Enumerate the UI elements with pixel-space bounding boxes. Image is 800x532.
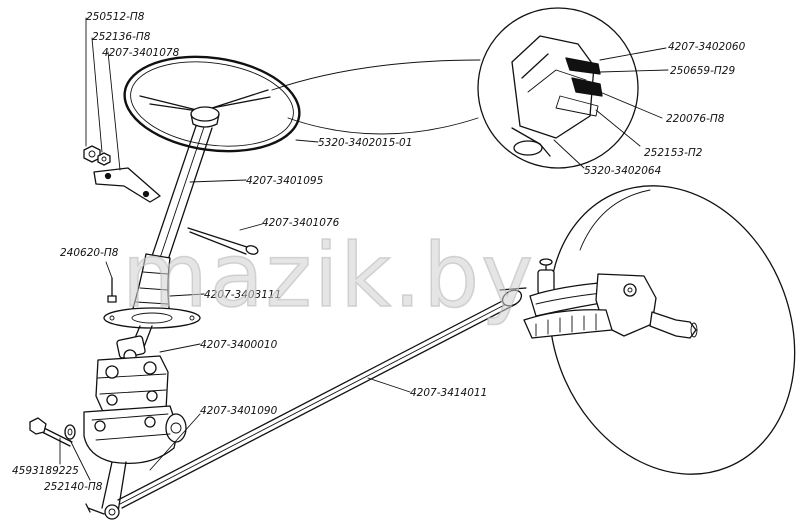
front-wheel [548,185,796,475]
cardan-shaft [116,325,153,363]
label-4207-3401078: 4207-3401078 [102,47,180,59]
leader-lines [59,17,669,481]
drag-link [117,287,527,509]
steering-column [103,125,213,329]
pitman-arm [85,461,127,520]
label-220076-p8: 220076-П8 [666,113,725,125]
label-4207-3401095: 4207-3401095 [246,175,324,187]
label-4207-3401076: 4207-3401076 [262,217,340,229]
steering-gear [83,355,187,465]
label-4207-3414011: 4207-3414011 [410,387,487,399]
label-252140-p8: 252140-П8 [44,481,103,493]
part-labels: 250512-П8 252136-П8 4207-3401078 5320-34… [12,11,746,493]
label-240620-p8: 240620-П8 [60,247,119,259]
label-4207-3401090: 4207-3401090 [200,405,278,417]
label-5320-3402064: 5320-3402064 [584,165,661,177]
label-4207-3403111: 4207-3403111 [204,289,281,301]
label-4593189225: 4593189225 [12,465,79,477]
watermark: mazik.by [122,224,535,327]
steering-wheel [123,55,301,153]
steering-knuckle [523,258,698,339]
detail-callout [271,7,639,169]
label-4207-3402060: 4207-3402060 [668,41,746,53]
label-250659-p29: 250659-П29 [670,65,735,77]
label-4207-3400010: 4207-3400010 [200,339,278,351]
label-252153-p2: 252153-П2 [644,147,703,159]
small-parts [29,145,259,447]
label-252136-p8: 252136-П8 [92,31,151,43]
label-5320-3402015-01: 5320-3402015-01 [318,137,412,149]
label-250512-p8: 250512-П8 [86,11,145,23]
